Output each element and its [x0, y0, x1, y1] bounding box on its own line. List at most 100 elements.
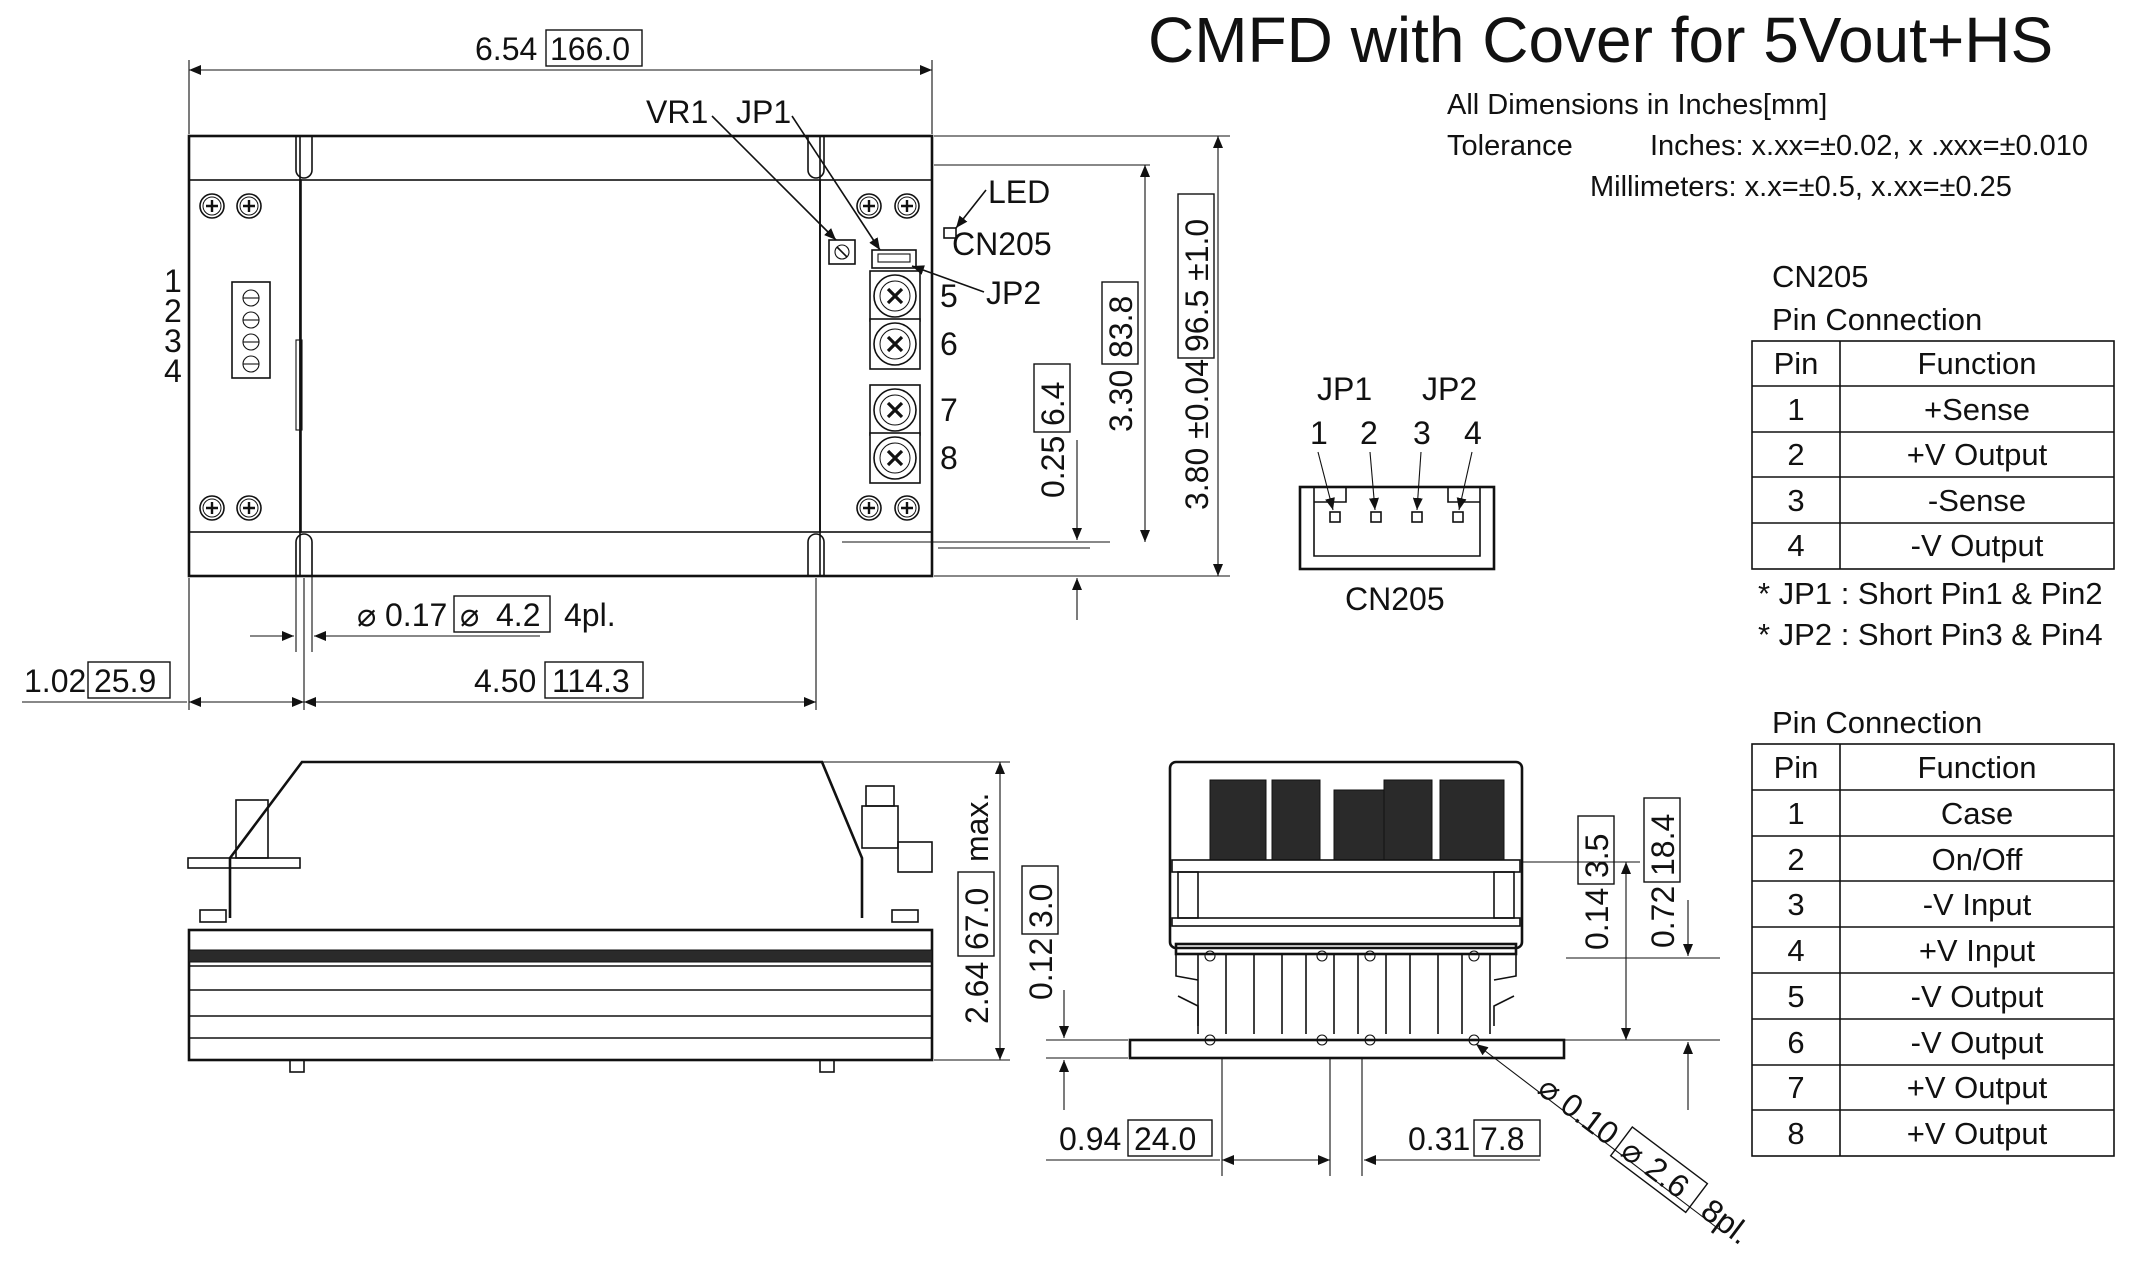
spacing-dimension-mm: 24.0 [1134, 1121, 1196, 1157]
end-hole-dimension: 0.10 [1554, 1086, 1625, 1152]
detail-pin-number: 3 [1413, 415, 1431, 451]
pin-cell-function: -V Output [1911, 979, 2044, 1014]
cn205-cell-pin: 1 [1787, 392, 1804, 427]
tolerance-label: Tolerance [1447, 130, 1573, 162]
left-offset-dimension-mm: 25.9 [94, 663, 156, 699]
capacitor-icon [1333, 789, 1385, 861]
end-view-heatsink [1174, 942, 1518, 956]
width-dimension: 6.54 [475, 31, 537, 67]
cn205-cell-pin: 3 [1787, 483, 1804, 518]
cn205-pin-table: CN205 Pin Connection Pin Function 1 +Sen… [1751, 259, 2115, 652]
top-view-cover [299, 179, 821, 533]
input-pin-label: 3 [164, 323, 182, 359]
detail-pin [1370, 511, 1382, 523]
mount-screw-icon [198, 192, 226, 220]
pin-cell-pin: 7 [1787, 1070, 1804, 1105]
capacitor-icon [1209, 779, 1267, 861]
output-pin-label: 6 [940, 326, 958, 362]
mount-screw-icon [893, 494, 921, 522]
cn205-header-pin: Pin [1774, 346, 1819, 381]
output-pin-label: 5 [940, 278, 958, 314]
cn205-cell-function: +Sense [1924, 392, 2030, 427]
offset-dimension-mm: 6.4 [1035, 382, 1071, 426]
detail-caption: CN205 [1345, 581, 1445, 617]
end-view-cover [1168, 760, 1524, 950]
fin-dimension-mm: 3.5 [1579, 834, 1615, 878]
cn205-cell-function: -V Output [1911, 528, 2044, 563]
jp2-label: JP2 [986, 275, 1041, 311]
mount-screw-icon [235, 192, 263, 220]
cn205-detail: JP1 JP2 1 2 3 4 CN205 [1298, 371, 1496, 617]
hole-dimension: 0.17 [385, 597, 447, 633]
fin-dimension: 0.14 [1579, 888, 1615, 950]
input-terminal-block-icon [231, 281, 271, 379]
pin-cell-function: Case [1941, 796, 2013, 831]
side-view-heatsink [187, 928, 934, 1062]
offset-dimension: 0.25 [1035, 436, 1071, 498]
hole-dimension-mm: 4.2 [496, 597, 540, 633]
side-height-dimension: 2.64 [959, 962, 995, 1024]
cn205-connector-icon [871, 249, 917, 269]
output-pin-label: 8 [940, 440, 958, 476]
side-view-cover [228, 760, 864, 918]
top-view: 1 2 3 4 5 6 7 8 VR1 JP1 LED CN205 JP2 [22, 29, 1230, 710]
side-height-dimension-mm: 67.0 [959, 888, 995, 950]
cn205-label: CN205 [952, 226, 1052, 262]
pin-cell-pin: 8 [1787, 1116, 1804, 1151]
pin-cell-function: +V Input [1919, 933, 2036, 968]
pin-cell-pin: 5 [1787, 979, 1804, 1014]
base-dimension: 0.12 [1023, 938, 1059, 1000]
hole-pitch-dimension: 4.50 [474, 663, 536, 699]
mount-screw-icon [893, 192, 921, 220]
detail-pin [1329, 511, 1341, 523]
detail-jp2-label: JP2 [1422, 371, 1477, 407]
pin-cell-function: +V Output [1907, 1070, 2048, 1105]
hole-diameter-symbol: ⌀ [460, 597, 479, 633]
total-height-dimension-mm: 18.4 [1645, 814, 1681, 876]
vr1-label: VR1 [646, 94, 708, 130]
jp1-label: JP1 [736, 94, 791, 130]
cn205-cell-function: -Sense [1928, 483, 2026, 518]
led-label: LED [988, 174, 1050, 210]
mount-screw-icon [198, 494, 226, 522]
cn205-table-subtitle: Pin Connection [1772, 302, 1982, 337]
pin-cell-function: +V Output [1907, 1116, 2048, 1151]
pin-cell-pin: 2 [1787, 842, 1804, 877]
left-offset-dimension: 1.02 [24, 663, 86, 699]
hole-count: 4pl. [564, 597, 616, 633]
cn205-cell-function: +V Output [1907, 437, 2048, 472]
cn205-table-title: CN205 [1772, 259, 1869, 294]
output-terminal-screw-icon [868, 317, 922, 371]
pin-header-pin: Pin [1774, 750, 1819, 785]
detail-pin-number: 4 [1464, 415, 1482, 451]
base-dimension-mm: 3.0 [1023, 884, 1059, 928]
pin-cell-function: On/Off [1932, 842, 2023, 877]
hole-diameter-symbol: ⌀ [357, 597, 376, 633]
pin-header-function: Function [1918, 750, 2037, 785]
led-icon [943, 227, 957, 239]
detail-jp1-label: JP1 [1317, 371, 1372, 407]
tolerance-millimeters: Millimeters: x.x=±0.5, x.xx=±0.25 [1590, 171, 2012, 203]
end-hole-dimension-mm: 2.6 [1639, 1149, 1696, 1205]
dimension-note: All Dimensions in Inches[mm] [1447, 89, 1827, 121]
input-pin-label: 4 [164, 353, 182, 389]
jumper-note: * JP1 : Short Pin1 & Pin2 [1758, 576, 2103, 611]
detail-pin [1452, 511, 1464, 523]
pin-cell-pin: 1 [1787, 796, 1804, 831]
end-hole-count: 8pl. [1695, 1192, 1758, 1252]
input-pin-label: 2 [164, 293, 182, 329]
side-height-suffix: max. [959, 793, 995, 862]
pin-cell-pin: 3 [1787, 887, 1804, 922]
vr1-trimmer-icon [828, 239, 856, 265]
end-view: 0.14 3.5 0.72 18.4 0.12 3.0 0.94 24.0 0.… [1021, 760, 1758, 1252]
capacitor-icon [1271, 779, 1321, 861]
drawing-title: CMFD with Cover for 5Vout+HS [1148, 4, 2053, 76]
gap-dimension: 0.31 [1408, 1121, 1470, 1157]
pin-cell-function: -V Input [1923, 887, 2032, 922]
inner-height-dimension: 3.30 [1103, 370, 1139, 432]
jumper-note: * JP2 : Short Pin3 & Pin4 [1758, 617, 2103, 652]
mount-screw-icon [855, 192, 883, 220]
pin-table-title: Pin Connection [1772, 705, 1982, 740]
output-terminal-screw-icon [868, 383, 922, 437]
width-dimension-mm: 166.0 [550, 31, 630, 67]
